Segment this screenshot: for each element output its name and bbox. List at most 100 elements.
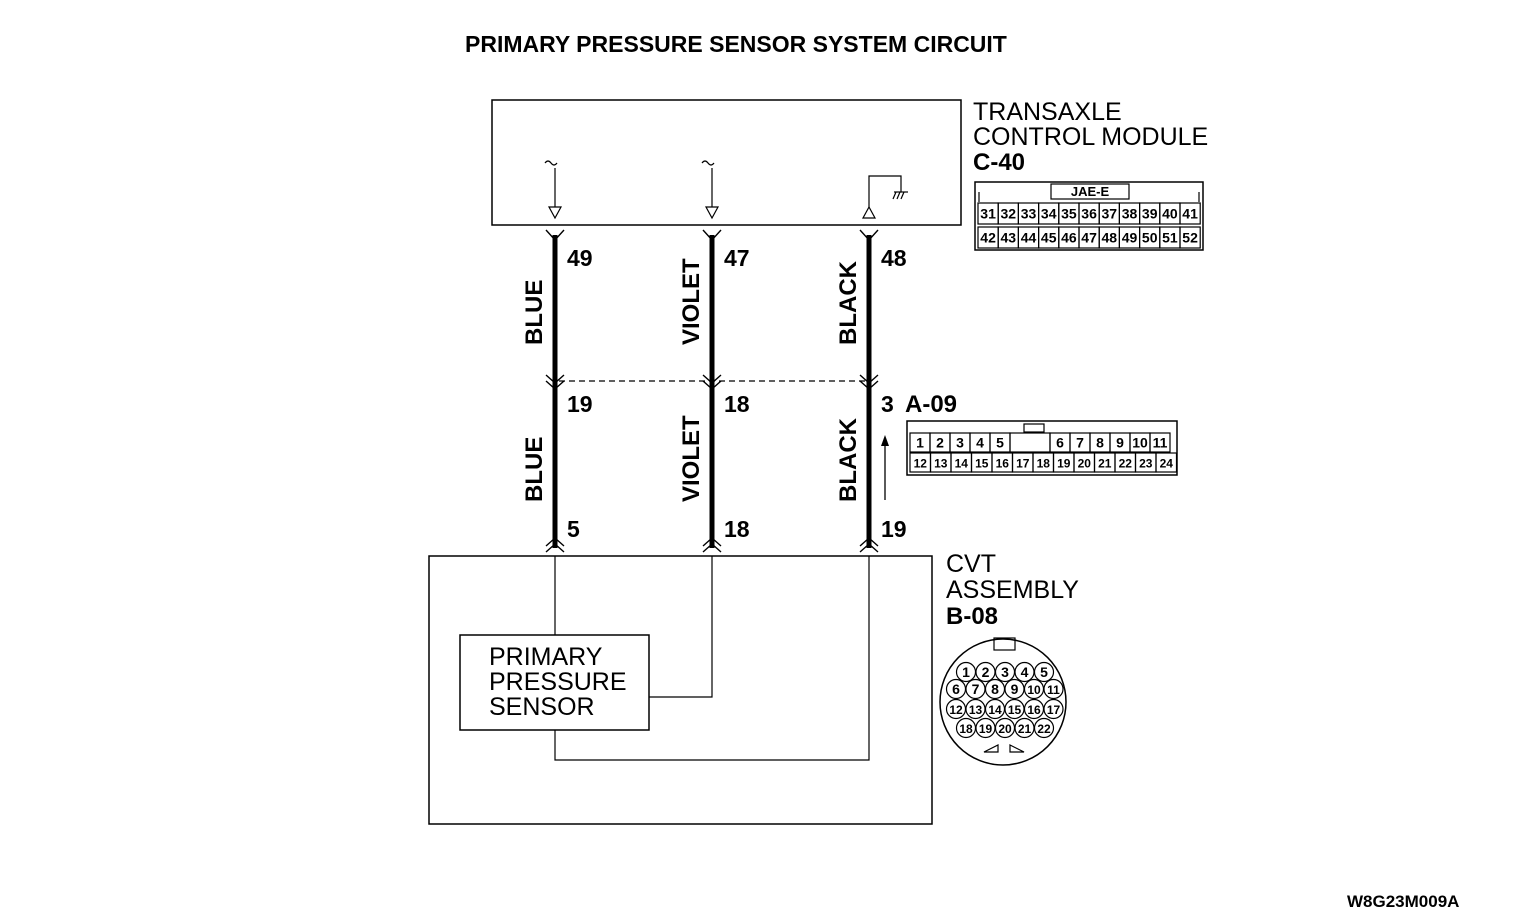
c40-pin-51: 51 [1162,230,1178,246]
a09-pin-1: 1 [916,435,924,451]
c40-pin-32: 32 [1001,206,1017,222]
cvt-internal-wiring [554,556,870,761]
b08-pin-13: 13 [969,703,983,717]
c40-pin-46: 46 [1061,230,1077,246]
sensor-label-line3: SENSOR [489,693,595,721]
a09-pin-23: 23 [1139,457,1153,471]
a09-pin-18: 18 [1037,457,1051,471]
b08-pin-17: 17 [1047,703,1061,717]
a09-pin-4: 4 [976,435,984,451]
b08-pin-10: 10 [1027,683,1041,697]
a09-pin-17: 17 [1016,457,1030,471]
c40-pin-38: 38 [1122,206,1138,222]
a09-pin-22: 22 [1119,457,1133,471]
wire-bundle [552,235,872,548]
c40-pin-42: 42 [980,230,996,246]
b08-pin-12: 12 [949,703,963,717]
a09-pin-2: 2 [936,435,944,451]
tcm-connector-code: C-40 [973,149,1025,176]
a09-pin-24-cell [1155,452,1178,473]
b08-pin-20: 20 [998,722,1012,736]
a09-pin-20: 20 [1078,457,1092,471]
c40-pin-40: 40 [1162,206,1178,222]
b08-pin-5: 5 [1040,664,1048,680]
c40-pin-48: 48 [1102,230,1118,246]
a09-pin-5: 5 [996,435,1004,451]
a09-pin-19: 19 [1057,457,1071,471]
a09-pin-3: 3 [956,435,964,451]
diagram-title: PRIMARY PRESSURE SENSOR SYSTEM CIRCUIT [465,31,1007,57]
pin-49: 49 [567,245,593,271]
b08-pin-11-circle [1043,678,1064,700]
pin-47: 47 [724,245,750,271]
c40-pin-49: 49 [1122,230,1138,246]
b08-pin-8: 8 [991,681,999,697]
c40-pin-31: 31 [980,206,996,222]
c40-pin-34: 34 [1041,206,1057,222]
b08-pin-2: 2 [982,664,990,680]
a09-pin-9: 9 [1116,435,1124,451]
c40-pin-39: 39 [1142,206,1158,222]
a09-pin-6: 6 [1056,435,1064,451]
b08-pin-4: 4 [1021,664,1029,680]
primary-pressure-sensor-box [459,634,650,731]
cvt-pin-5: 5 [567,516,580,542]
arrow-up-icon [881,435,889,500]
diagram-reference-code: W8G23M009A [1347,892,1459,911]
b08-pin-6: 6 [952,681,960,697]
tcm-ground-symbol-48 [861,175,908,219]
intermediate-pin-3: 3 [881,391,894,417]
a09-pin-14: 14 [955,457,969,471]
intermediate-pin-18: 18 [724,391,750,417]
wire-color-upper-violet: VIOLET [678,258,705,345]
tcm-input-symbol-47 [701,160,720,220]
a09-pin-13: 13 [934,457,948,471]
c40-pin-45: 45 [1041,230,1057,246]
b08-pin-11: 11 [1047,683,1060,697]
c40-pin-36: 36 [1081,206,1097,222]
intermediate-connector-code: A-09 [905,391,957,418]
a09-pin-8: 8 [1096,435,1104,451]
cvt-label-line2: ASSEMBLY [946,576,1079,604]
b08-pin-7: 7 [972,681,980,697]
connector-chevrons [545,229,879,553]
cvt-assembly-box [428,555,933,825]
cvt-label-line1: CVT [946,550,996,578]
wire-color-lower-blue: BLUE [521,437,548,502]
c40-pin-43: 43 [1001,230,1017,246]
b08-pin-3: 3 [1001,664,1009,680]
c40-pin-41-cell [1179,202,1201,225]
cvt-pin-18: 18 [724,516,750,542]
c40-pin-44: 44 [1021,230,1037,246]
b08-pin-18: 18 [959,722,973,736]
a09-pin-7: 7 [1076,435,1084,451]
a09-blank-slot-cell [1009,432,1051,453]
tcm-label-line1: TRANSAXLE [973,98,1122,126]
tcm-input-symbol-49 [544,160,563,220]
c40-pin-41: 41 [1182,206,1198,222]
pin-48: 48 [881,245,907,271]
a09-pin-24: 24 [1160,457,1174,471]
wire-color-upper-blue: BLUE [521,280,548,345]
a09-pin-21: 21 [1098,457,1112,471]
a09-pin-10: 10 [1132,435,1148,451]
a09-pin-11-cell [1149,432,1171,453]
cvt-connector-code: B-08 [946,603,998,630]
b08-pin-14: 14 [988,703,1002,717]
a09-pin-16: 16 [996,457,1010,471]
c40-pin-50: 50 [1142,230,1158,246]
b08-pin-22-circle [1033,717,1055,739]
c40-pin-37: 37 [1102,206,1118,222]
a09-pin-15: 15 [975,457,989,471]
c40-pin-35: 35 [1061,206,1077,222]
b08-pin-17-circle [1043,698,1064,720]
b08-pin-9: 9 [1011,681,1019,697]
tcm-connector-type: JAE-E [1071,184,1110,199]
c40-pin-52: 52 [1182,230,1198,246]
b08-pin-15: 15 [1008,703,1022,717]
